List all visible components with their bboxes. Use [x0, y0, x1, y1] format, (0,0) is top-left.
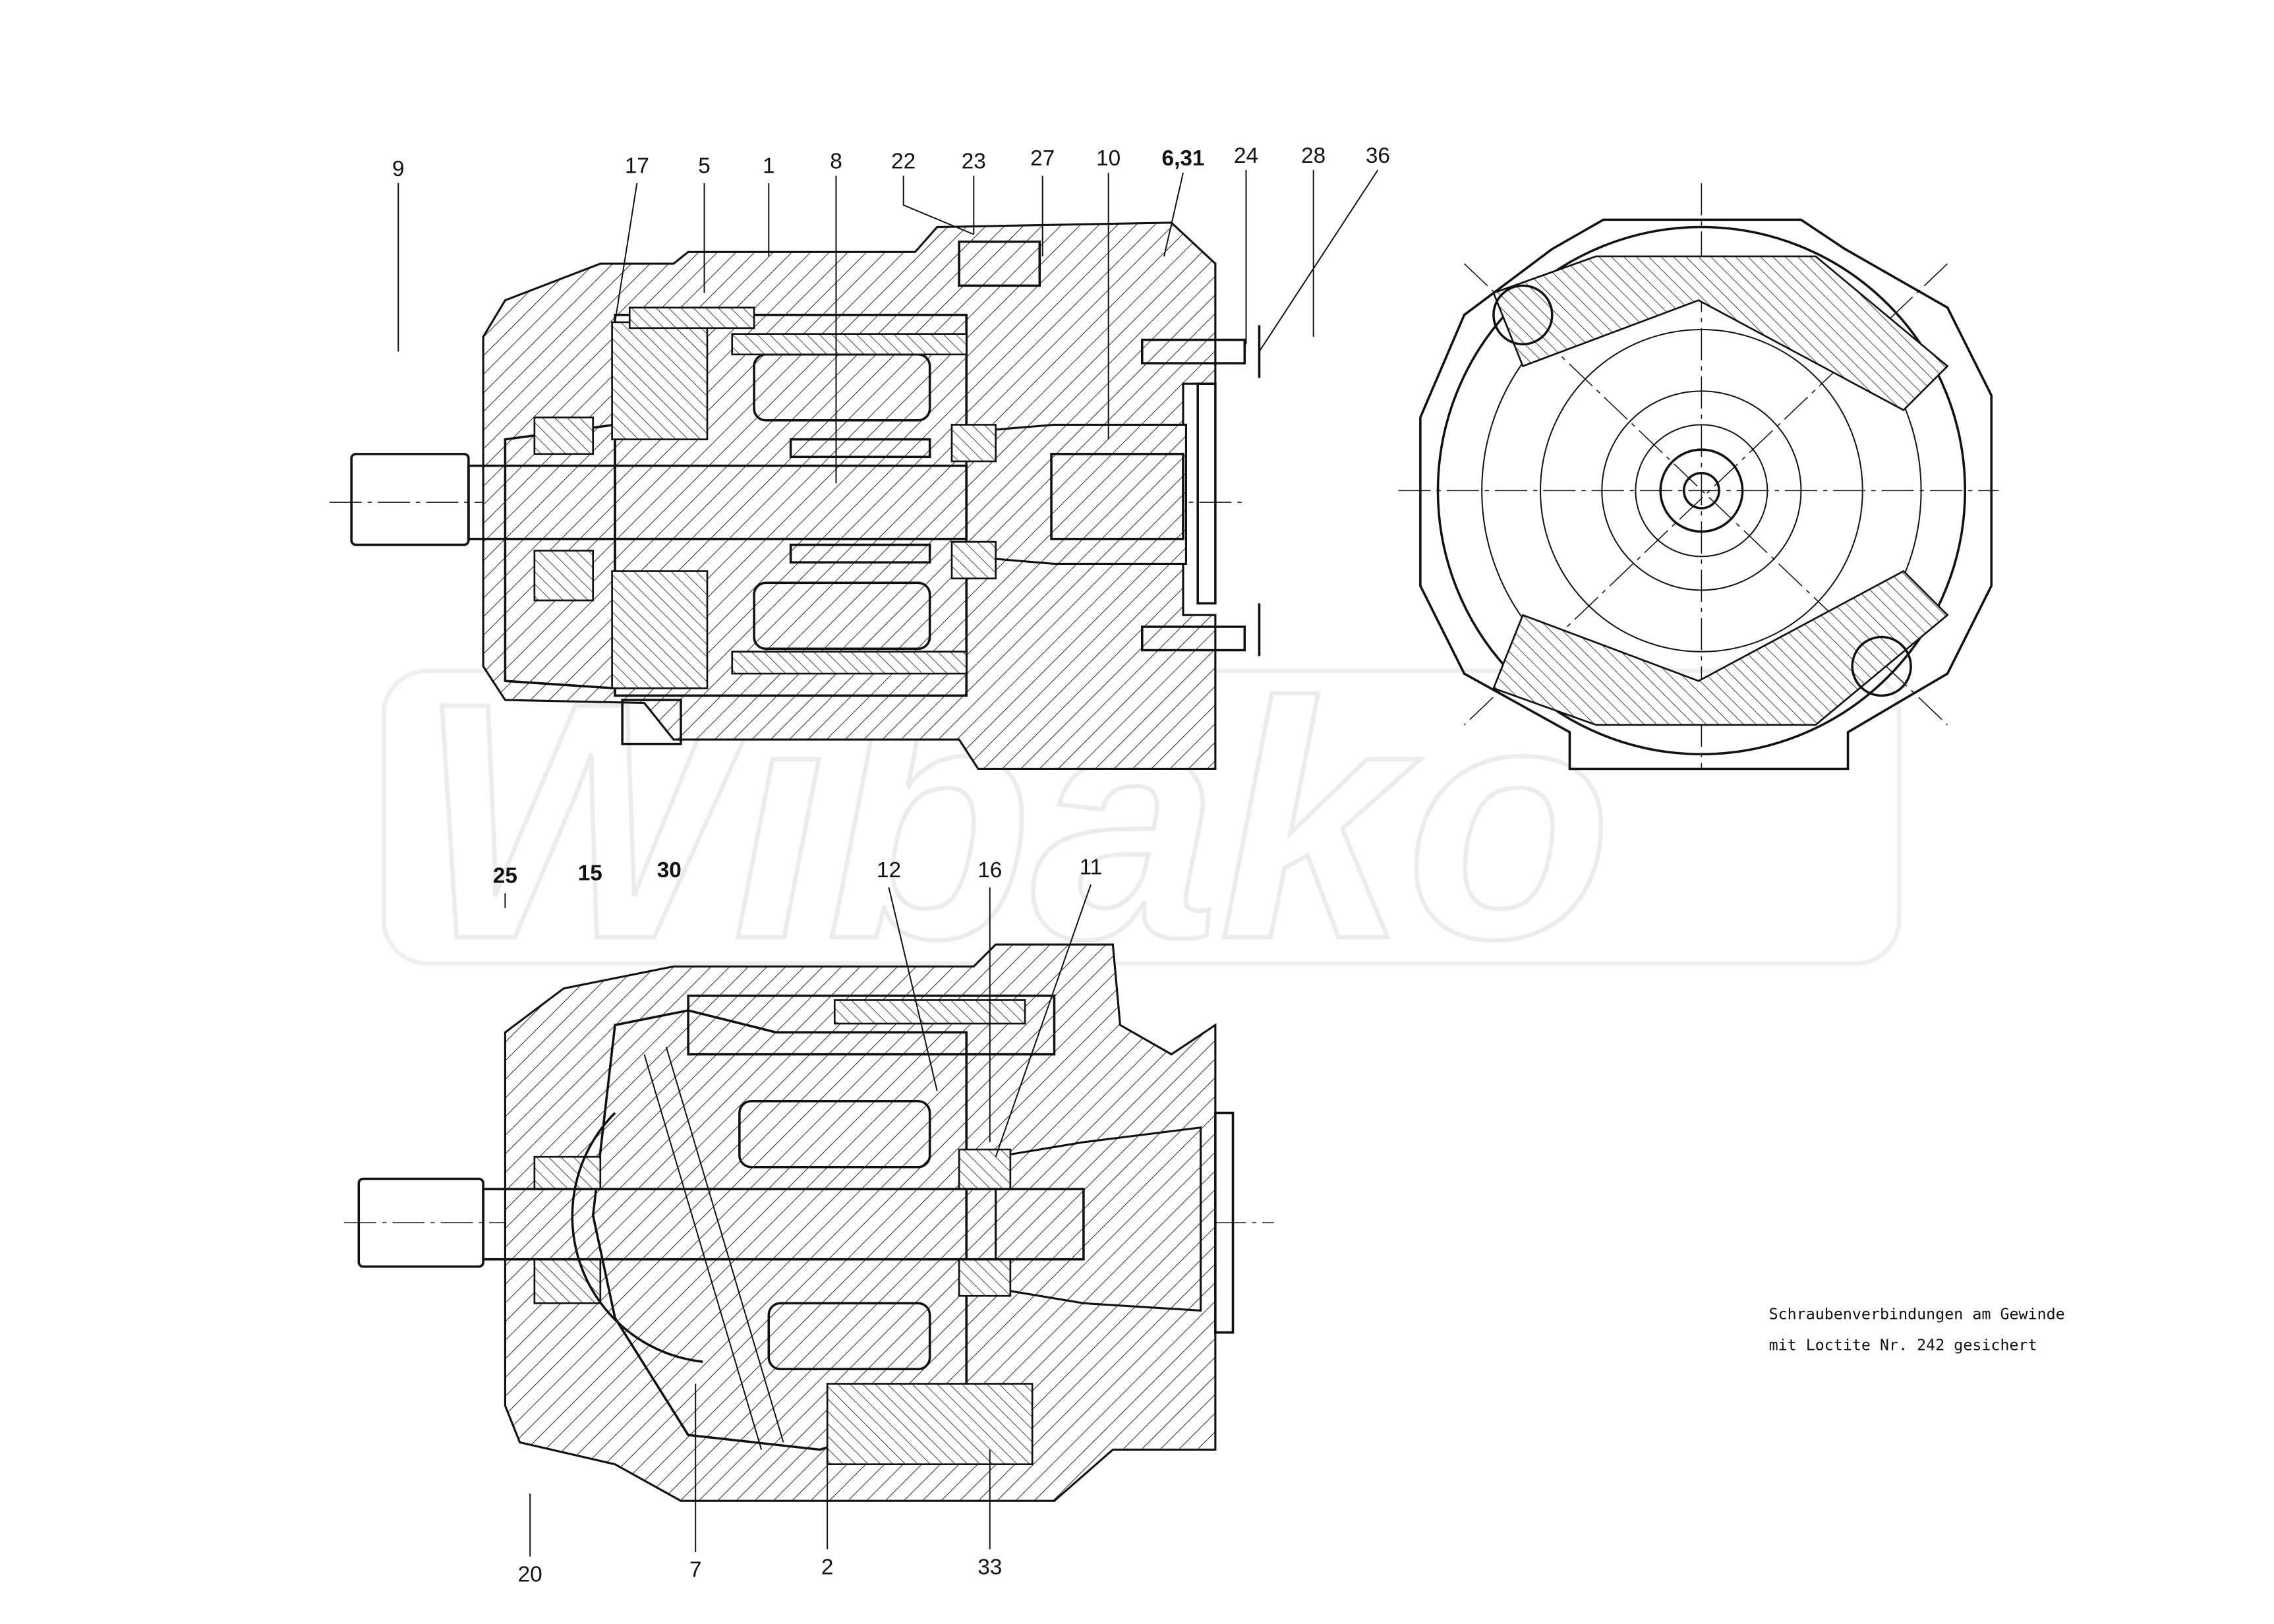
note-line-2: mit Loctite Nr. 242 gesichert — [1769, 1336, 2037, 1354]
part-label: 24 — [1234, 144, 1258, 168]
part-label: 16 — [977, 858, 1002, 883]
part-label: 25 — [493, 864, 517, 888]
part-label: 17 — [625, 154, 649, 178]
part-label: 1 — [763, 154, 775, 178]
part-label: 30 — [657, 858, 682, 883]
part-label: 23 — [962, 150, 986, 174]
part-label: 9 — [392, 157, 405, 181]
part-label: 15 — [578, 861, 602, 885]
part-label: 20 — [518, 1562, 542, 1586]
part-label: 10 — [1096, 146, 1121, 171]
part-label: 7 — [689, 1558, 702, 1582]
leader-lines — [397, 169, 1379, 1557]
part-label: 28 — [1301, 144, 1326, 168]
top-section-view — [329, 221, 1261, 770]
top-part-labels: 9 17 5 1 8 22 23 27 10 6,31 24 28 36 — [392, 144, 1390, 181]
part-label: 11 — [1080, 855, 1103, 879]
part-label: 5 — [698, 154, 711, 178]
bottom-section-view — [344, 943, 1274, 1502]
note-line-1: Schraubenverbindungen am Gewinde — [1769, 1306, 2065, 1323]
part-label: 2 — [821, 1555, 834, 1579]
loctite-note: Schraubenverbindungen am Gewinde mit Loc… — [1769, 1306, 2065, 1354]
part-label: 36 — [1366, 144, 1390, 168]
part-label: 6,31 — [1162, 146, 1205, 171]
part-label: 12 — [877, 858, 901, 883]
end-view — [1398, 183, 1999, 770]
part-label: 22 — [891, 150, 916, 174]
bottom-part-labels: 25 15 30 12 16 11 20 7 2 33 — [493, 855, 1102, 1586]
part-label: 8 — [830, 150, 842, 174]
part-label: 27 — [1030, 146, 1055, 171]
part-label: 33 — [977, 1555, 1002, 1579]
